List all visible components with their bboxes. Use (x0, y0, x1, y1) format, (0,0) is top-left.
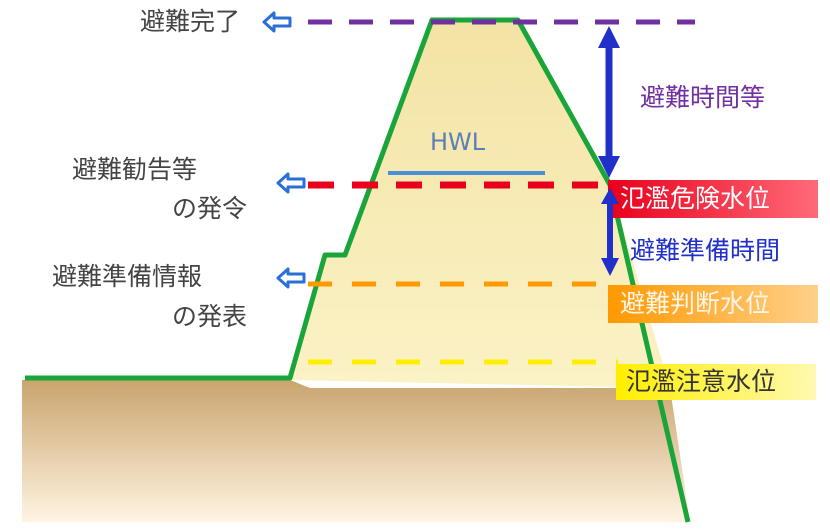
label-advisory-issued-line2: の発令 (172, 194, 248, 223)
preparation-time-arrow (601, 188, 619, 276)
label-danger-level: 氾濫危険水位 (620, 184, 771, 213)
arrow-left-icon (262, 11, 292, 33)
danger-level-band (608, 180, 818, 218)
evacuation-time-arrow (598, 26, 620, 178)
label-advisory-issued-line1: 避難勧告等 (72, 155, 198, 184)
arrow-left-icon (276, 267, 306, 289)
arrow-left-icon (276, 172, 306, 194)
label-caution-level: 氾濫注意水位 (626, 367, 777, 396)
levee-outline (25, 17, 691, 523)
hwl-label: HWL (430, 128, 486, 156)
ground-fill (22, 380, 690, 522)
label-prep-info-line2: の発表 (172, 302, 248, 331)
label-evacuation-time: 避難時間等 (640, 83, 766, 112)
levee-fill (290, 22, 670, 388)
label-evacuation-complete: 避難完了 (140, 7, 241, 36)
label-prep-info-line1: 避難準備情報 (52, 262, 203, 291)
label-judgment-level: 避難判断水位 (620, 289, 771, 318)
judgment-level-band (608, 285, 818, 323)
caution-level-band (616, 364, 816, 400)
label-preparation-time: 避難準備時間 (630, 236, 781, 265)
